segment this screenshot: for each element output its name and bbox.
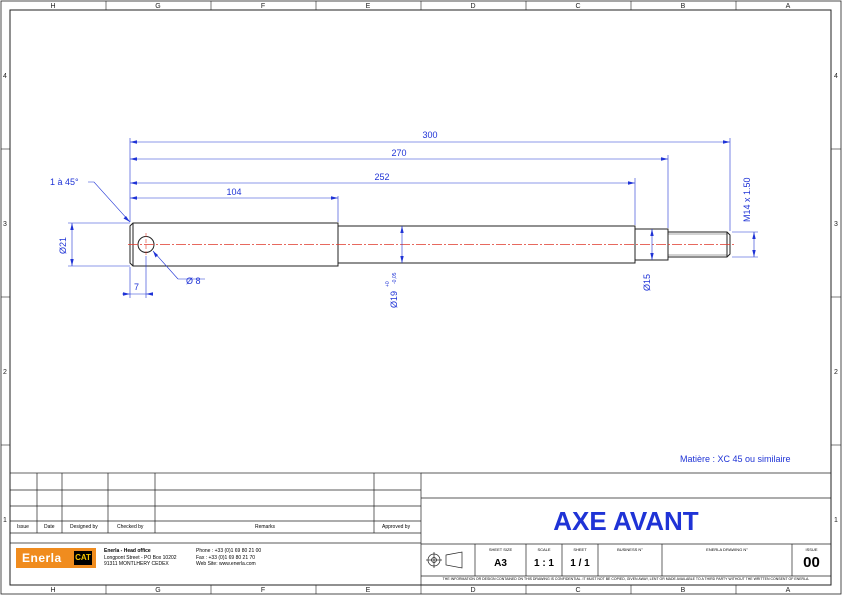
row-number-left: 2 xyxy=(3,369,7,376)
row-number-left: 4 xyxy=(3,73,7,80)
scale-value: 1 : 1 xyxy=(533,558,554,569)
dim-dia19-tol-upper: +0 xyxy=(385,281,391,287)
row-number-right: 4 xyxy=(834,73,838,80)
dim-dia19-tol-lower: -0,05 xyxy=(392,272,398,284)
company-contact: Phone : +33 (0)1 69 80 21 00 Fax : +33 (… xyxy=(196,548,261,568)
row-number-left: 3 xyxy=(3,221,7,228)
contact-phone: Phone : +33 (0)1 69 80 21 00 xyxy=(196,548,262,554)
dim-dia21: Ø21 xyxy=(58,237,68,254)
row-number-left: 1 xyxy=(3,517,7,524)
dim-thread: M14 x 1.50 xyxy=(742,177,752,222)
office-title: Enerla - Head office xyxy=(104,548,151,554)
col-letter-top: F xyxy=(261,3,265,10)
dim-300: 300 xyxy=(422,130,437,140)
col-letter-bottom: B xyxy=(681,587,686,594)
contact-web: Web Site: www.enerla.com xyxy=(196,561,256,567)
company-logo: Enerla CAT xyxy=(16,548,96,568)
rev-header-date: Date xyxy=(44,524,55,530)
sheet-size-label: SHEET SIZE xyxy=(488,547,513,552)
col-letter-top: C xyxy=(575,3,580,10)
dim-104: 104 xyxy=(226,187,241,197)
logo-badge: CAT xyxy=(74,551,92,565)
revision-table-grid xyxy=(9,472,422,586)
sheet-size-value: A3 xyxy=(494,558,507,569)
thread-minor-lines xyxy=(668,233,727,256)
col-letter-top: H xyxy=(50,3,55,10)
contact-fax: Fax : +33 (0)1 69 80 21 70 xyxy=(196,554,256,561)
dim-dia15: Ø15 xyxy=(642,274,652,291)
dimension-arrows xyxy=(70,140,756,296)
col-letter-top: A xyxy=(786,3,791,10)
col-letter-bottom: A xyxy=(786,587,791,594)
drawing-number-label: ENERLA DRAWING N° xyxy=(706,547,748,552)
sheet-label: SHEET xyxy=(573,547,587,552)
dim-7: 7 xyxy=(134,282,139,292)
col-letter-bottom: H xyxy=(50,587,55,594)
col-letter-bottom: F xyxy=(261,587,265,594)
col-letter-bottom: C xyxy=(575,587,580,594)
business-label: BUSINESS N° xyxy=(617,547,643,552)
dimension-lines xyxy=(68,138,758,298)
rev-header-checked: Checked by xyxy=(117,524,144,530)
row-number-right: 3 xyxy=(834,221,838,228)
projection-symbol-icon xyxy=(426,551,463,569)
scale-label: SCALE xyxy=(537,547,551,552)
dim-dia19: Ø19 xyxy=(389,291,399,308)
dim-dia8: Ø 8 xyxy=(186,276,201,286)
rev-header-issue: Issue xyxy=(17,524,29,530)
col-letter-top: E xyxy=(366,3,371,10)
issue-value: 00 xyxy=(803,554,820,571)
dim-chamfer: 1 à 45° xyxy=(50,177,79,187)
issue-label: ISSUE xyxy=(805,547,818,552)
sheet-value: 1 / 1 xyxy=(570,558,590,569)
dim-270: 270 xyxy=(391,148,406,158)
col-letter-bottom: E xyxy=(366,587,371,594)
material-note: Matière : XC 45 ou similaire xyxy=(680,454,791,464)
row-number-right: 1 xyxy=(834,517,838,524)
cartouche-grid xyxy=(421,472,831,577)
col-letter-top: G xyxy=(155,3,160,10)
company-office: Enerla - Head office Longpont Street - P… xyxy=(104,548,177,568)
dim-252: 252 xyxy=(374,172,389,182)
office-address1: Longpont Street - PO Box 10202 xyxy=(104,554,177,561)
logo-text: Enerla xyxy=(22,551,62,565)
rev-header-designed: Designed by xyxy=(70,524,98,530)
row-number-right: 2 xyxy=(834,369,838,376)
col-letter-top: D xyxy=(470,3,475,10)
col-letter-bottom: G xyxy=(155,587,160,594)
drawing-title: AXE AVANT xyxy=(553,506,699,536)
col-letter-top: B xyxy=(681,3,686,10)
confidential-note: THE INFORMATION OR DESIGN CONTAINED ON T… xyxy=(442,577,810,581)
office-address2: 91311 MONTLHERY CEDEX xyxy=(104,561,169,567)
col-letter-bottom: D xyxy=(470,587,475,594)
rev-header-remarks: Remarks xyxy=(255,524,276,530)
rev-header-approved: Approved by xyxy=(382,524,411,530)
